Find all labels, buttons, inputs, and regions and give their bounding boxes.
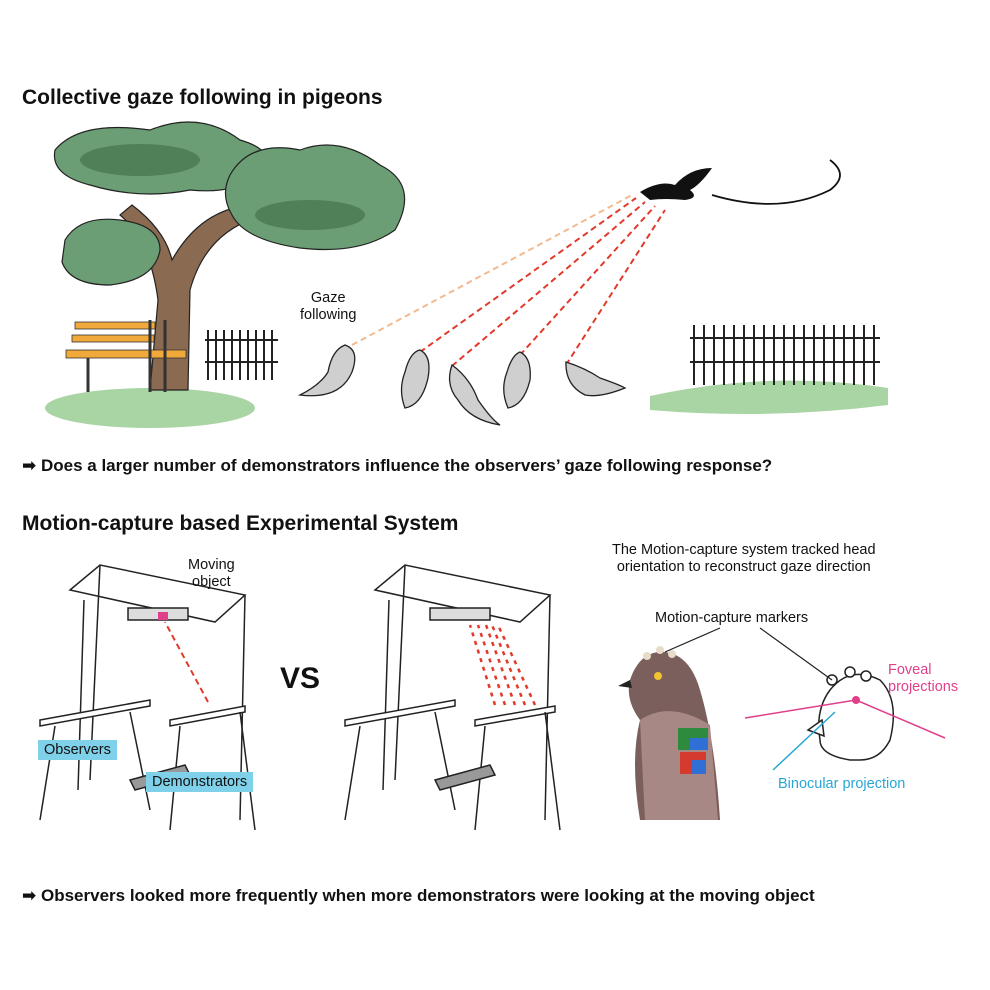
moving-object-label: Moving object xyxy=(188,557,235,590)
gaze-following-label: Gaze following xyxy=(300,290,357,323)
rig-left xyxy=(39,564,256,831)
bench-icon xyxy=(65,320,187,392)
tree-icon xyxy=(53,121,406,391)
binocular-label: Binocular projection xyxy=(778,776,906,792)
marker-pointer xyxy=(759,627,833,681)
conclusion-text: Observers looked more frequently when mo… xyxy=(40,886,815,905)
conclusion-row: ➡ Observers looked more frequently when … xyxy=(22,886,815,906)
section-title-motion-capture: Motion-capture based Experimental System xyxy=(22,512,459,535)
markers-label: Motion-capture markers xyxy=(655,610,809,626)
moving-object-marker xyxy=(158,612,168,620)
fence-right xyxy=(690,325,880,385)
fence-icon xyxy=(205,330,278,380)
gaze-line-demonstrator xyxy=(519,205,656,356)
gaze-line-observer xyxy=(351,194,633,346)
flight-path xyxy=(711,159,841,205)
foveal-projection-line xyxy=(855,699,946,739)
marker-pointer xyxy=(664,627,721,653)
pigeon-photo xyxy=(618,646,720,820)
question-text: Does a larger number of demonstrators in… xyxy=(40,456,773,475)
demonstrators-tag: Demonstrators xyxy=(146,772,254,792)
pigeon-head-drawing xyxy=(806,666,895,761)
pigeon-icon xyxy=(297,344,627,426)
foveal-projection-line xyxy=(744,699,857,719)
rig-right xyxy=(344,564,561,831)
mocap-caption: The Motion-capture system tracked head o… xyxy=(612,542,876,575)
hawk-icon xyxy=(640,168,712,200)
binocular-projection-line xyxy=(772,711,836,771)
section-title-collective-gaze: Collective gaze following in pigeons xyxy=(22,86,383,109)
observers-tag: Observers xyxy=(38,740,117,760)
foveal-label: Foveal projections xyxy=(888,662,959,695)
gaze-line-demonstrator xyxy=(164,621,209,703)
gaze-line-demonstrator xyxy=(451,201,646,367)
vs-label: VS xyxy=(280,662,321,695)
gaze-cone-demonstrators xyxy=(468,624,537,706)
grass-right xyxy=(650,380,888,414)
arrow-right-icon: ➡ xyxy=(22,456,37,475)
grass-left xyxy=(45,388,255,428)
gaze-line-demonstrator xyxy=(419,197,637,353)
question-row: ➡ Does a larger number of demonstrators … xyxy=(22,456,772,476)
gaze-line-demonstrator xyxy=(565,209,666,366)
arrow-right-icon: ➡ xyxy=(22,886,37,905)
